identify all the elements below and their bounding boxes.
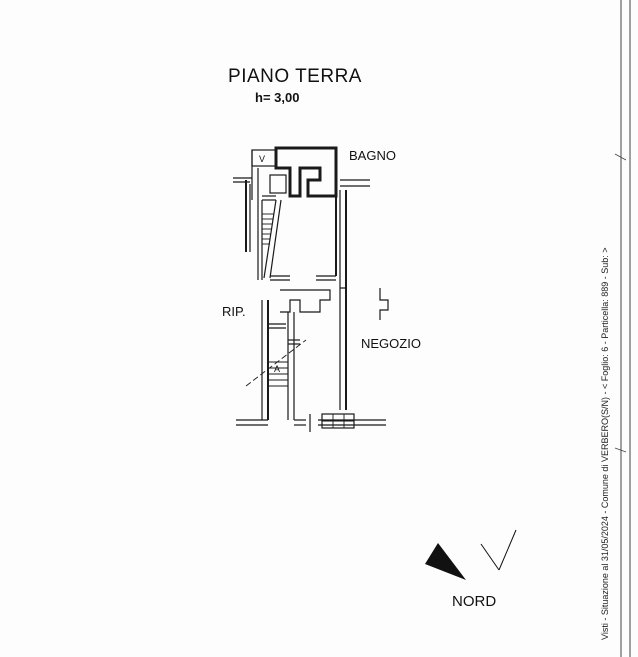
- ceiling-height-label: h= 3,00: [255, 90, 300, 105]
- plan-walls: [233, 146, 389, 432]
- room-label-bagno: BAGNO: [349, 148, 396, 163]
- cadastral-margin-note: Visti - Situazione al 31/05/2024 - Comun…: [600, 247, 610, 640]
- bagno-walls: [274, 146, 338, 198]
- stair-down-marker: A: [274, 364, 280, 374]
- room-label-ripostiglio: RIP.: [222, 304, 246, 319]
- room-label-negozio: NEGOZIO: [361, 336, 421, 351]
- stair-up-marker: V: [259, 154, 265, 164]
- north-arrow-icon: [425, 529, 517, 580]
- plan-title: PIANO TERRA: [228, 66, 362, 87]
- compass-label: NORD: [452, 593, 497, 610]
